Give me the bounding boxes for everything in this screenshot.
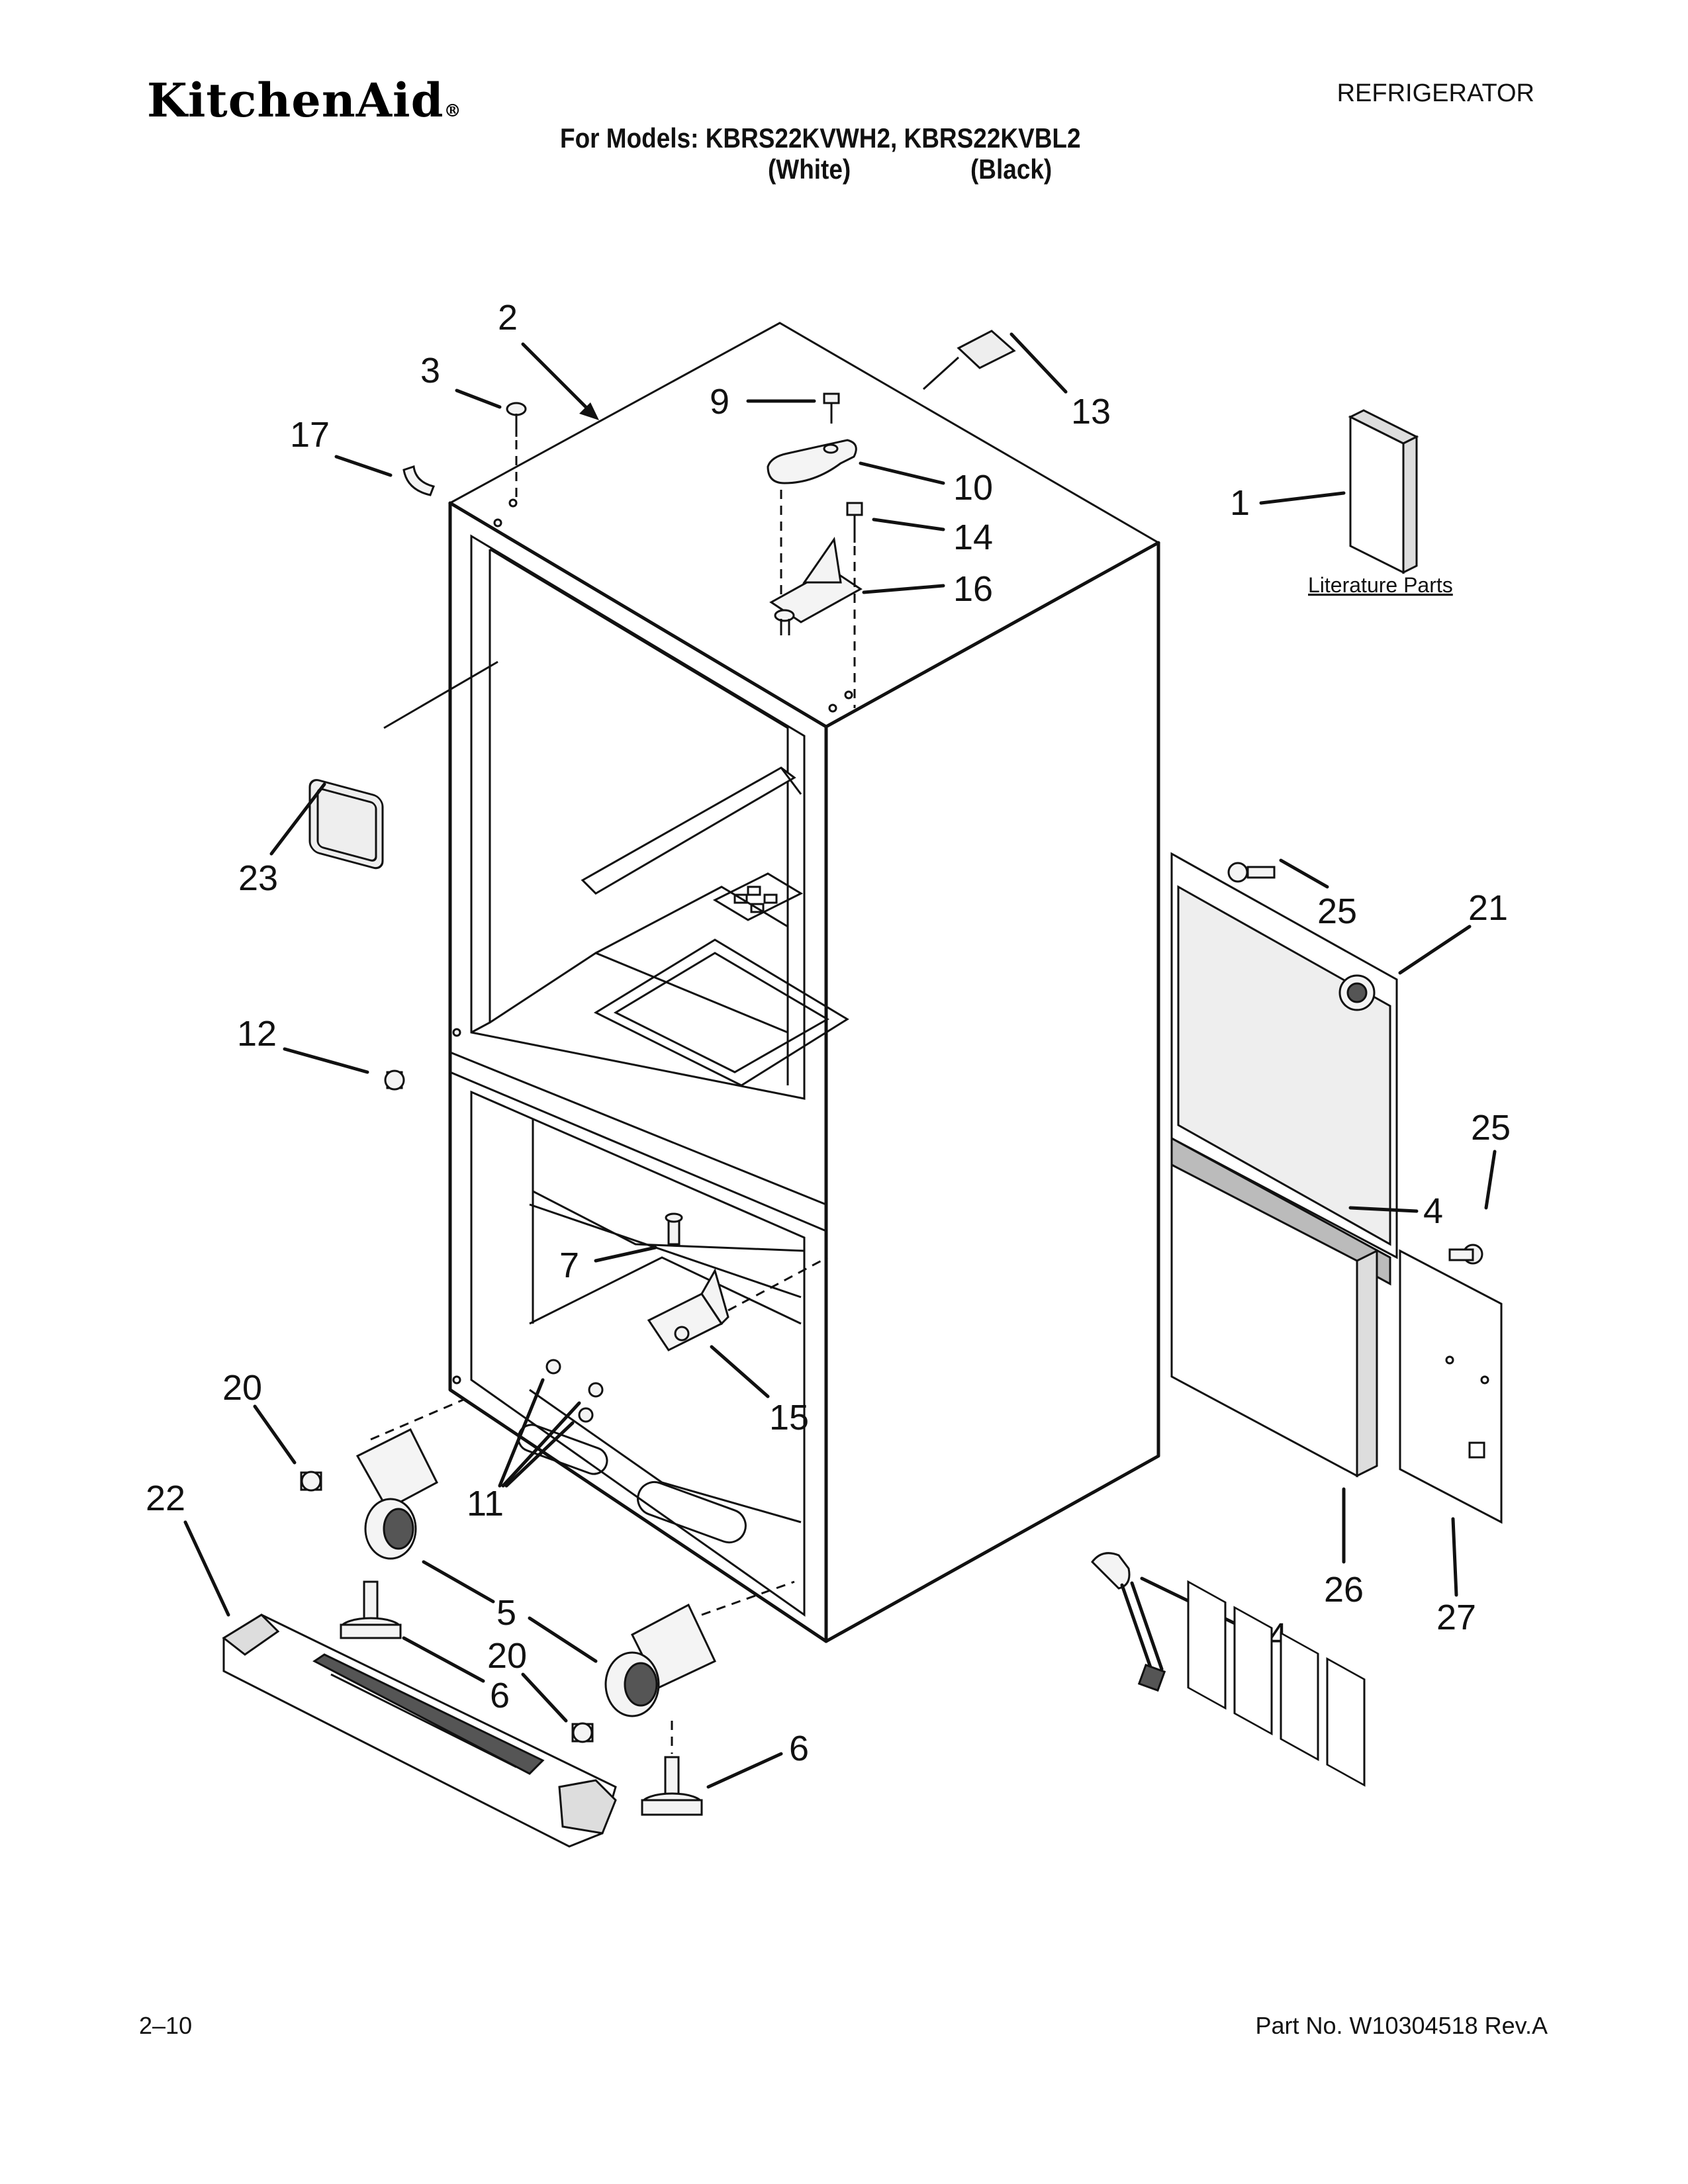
indicator-part-23 xyxy=(308,779,384,870)
brand-logo: KitchenAid® xyxy=(147,73,462,128)
models-line: For Models: KBRS22KVWH2, KBRS22KVBL2 xyxy=(560,122,1081,154)
leveling-leg-part-6b xyxy=(641,1756,703,1816)
screw-part-25a xyxy=(1227,862,1276,883)
screw-part-9 xyxy=(823,392,840,424)
seal-strip-part-4 xyxy=(1170,1136,1391,1286)
screw-part-20a xyxy=(300,1471,322,1492)
callout-27: 27 xyxy=(1436,1598,1476,1637)
toe-grille-part-22 xyxy=(222,1614,617,1848)
rear-grille-part-21 xyxy=(1170,852,1398,1787)
cabinet xyxy=(447,322,1161,1643)
literature-part-1 xyxy=(1348,409,1419,574)
model-color-white: (White) xyxy=(768,154,851,185)
callout-21: 21 xyxy=(1468,888,1508,928)
literature-parts-label: Literature Parts xyxy=(1308,573,1453,597)
page-number: 2–10 xyxy=(139,2012,193,2039)
callout-10: 10 xyxy=(953,468,993,508)
cabinet-right-side xyxy=(824,541,1160,1643)
panel-part-26 xyxy=(1170,1163,1378,1478)
callout-1: 1 xyxy=(1230,483,1250,523)
callout-5a: 5 xyxy=(496,1593,516,1633)
callout-6a: 6 xyxy=(490,1676,510,1715)
callout-22: 22 xyxy=(146,1479,185,1518)
label-part-13 xyxy=(957,330,1016,369)
callout-17: 17 xyxy=(290,415,330,455)
callout-9: 9 xyxy=(710,382,729,422)
drain-tube-part-24 xyxy=(1091,1552,1166,1692)
model-color-black: (Black) xyxy=(970,154,1053,185)
callout-2: 2 xyxy=(498,298,518,338)
hinge-cover-part-10 xyxy=(767,439,857,484)
mullion xyxy=(449,1050,827,1233)
freezer-opening xyxy=(470,1090,806,1617)
roller-part-5a xyxy=(355,1428,438,1560)
part-number: Part No. W10304518 Rev.A xyxy=(1255,2012,1548,2039)
callout-4: 4 xyxy=(1423,1191,1443,1231)
callout-6b: 6 xyxy=(789,1729,809,1768)
callout-25a: 25 xyxy=(1317,891,1357,931)
callout-23: 23 xyxy=(238,858,278,898)
leveling-leg-part-6a xyxy=(340,1580,402,1639)
callout-7: 7 xyxy=(559,1246,579,1285)
tubing-part-17 xyxy=(402,465,436,496)
screw-part-14 xyxy=(846,502,863,543)
bracket-part-15 xyxy=(647,1268,729,1351)
category-label: REFRIGERATOR xyxy=(1336,79,1534,107)
callout-3: 3 xyxy=(420,351,440,390)
callout-25b: 25 xyxy=(1471,1108,1511,1148)
brand-name: KitchenAid xyxy=(147,73,444,128)
fresh-food-opening xyxy=(470,534,806,1100)
callout-11: 11 xyxy=(467,1484,504,1524)
callout-20a: 20 xyxy=(222,1368,262,1408)
hinge-part-16 xyxy=(769,537,863,635)
callout-12: 12 xyxy=(237,1014,277,1054)
cabinet-top xyxy=(447,322,1161,728)
air-vent-grill xyxy=(712,872,804,921)
screw-part-20b xyxy=(571,1722,594,1743)
pin-part-7 xyxy=(665,1212,683,1246)
registered-mark: ® xyxy=(444,101,462,121)
screw-part-12 xyxy=(384,1069,405,1091)
callout-13: 13 xyxy=(1071,392,1111,432)
rear-rail xyxy=(581,766,796,895)
screw-part-3 xyxy=(506,402,527,437)
callout-20b: 20 xyxy=(487,1636,527,1676)
callout-14: 14 xyxy=(953,518,993,557)
callout-16: 16 xyxy=(953,569,993,609)
screw-part-25b xyxy=(1448,1244,1483,1265)
callout-15: 15 xyxy=(769,1398,809,1437)
callout-26: 26 xyxy=(1324,1570,1364,1610)
screws-part-11 xyxy=(545,1359,604,1423)
roller-part-5b xyxy=(604,1603,716,1717)
cover-plate-part-27 xyxy=(1399,1249,1503,1524)
